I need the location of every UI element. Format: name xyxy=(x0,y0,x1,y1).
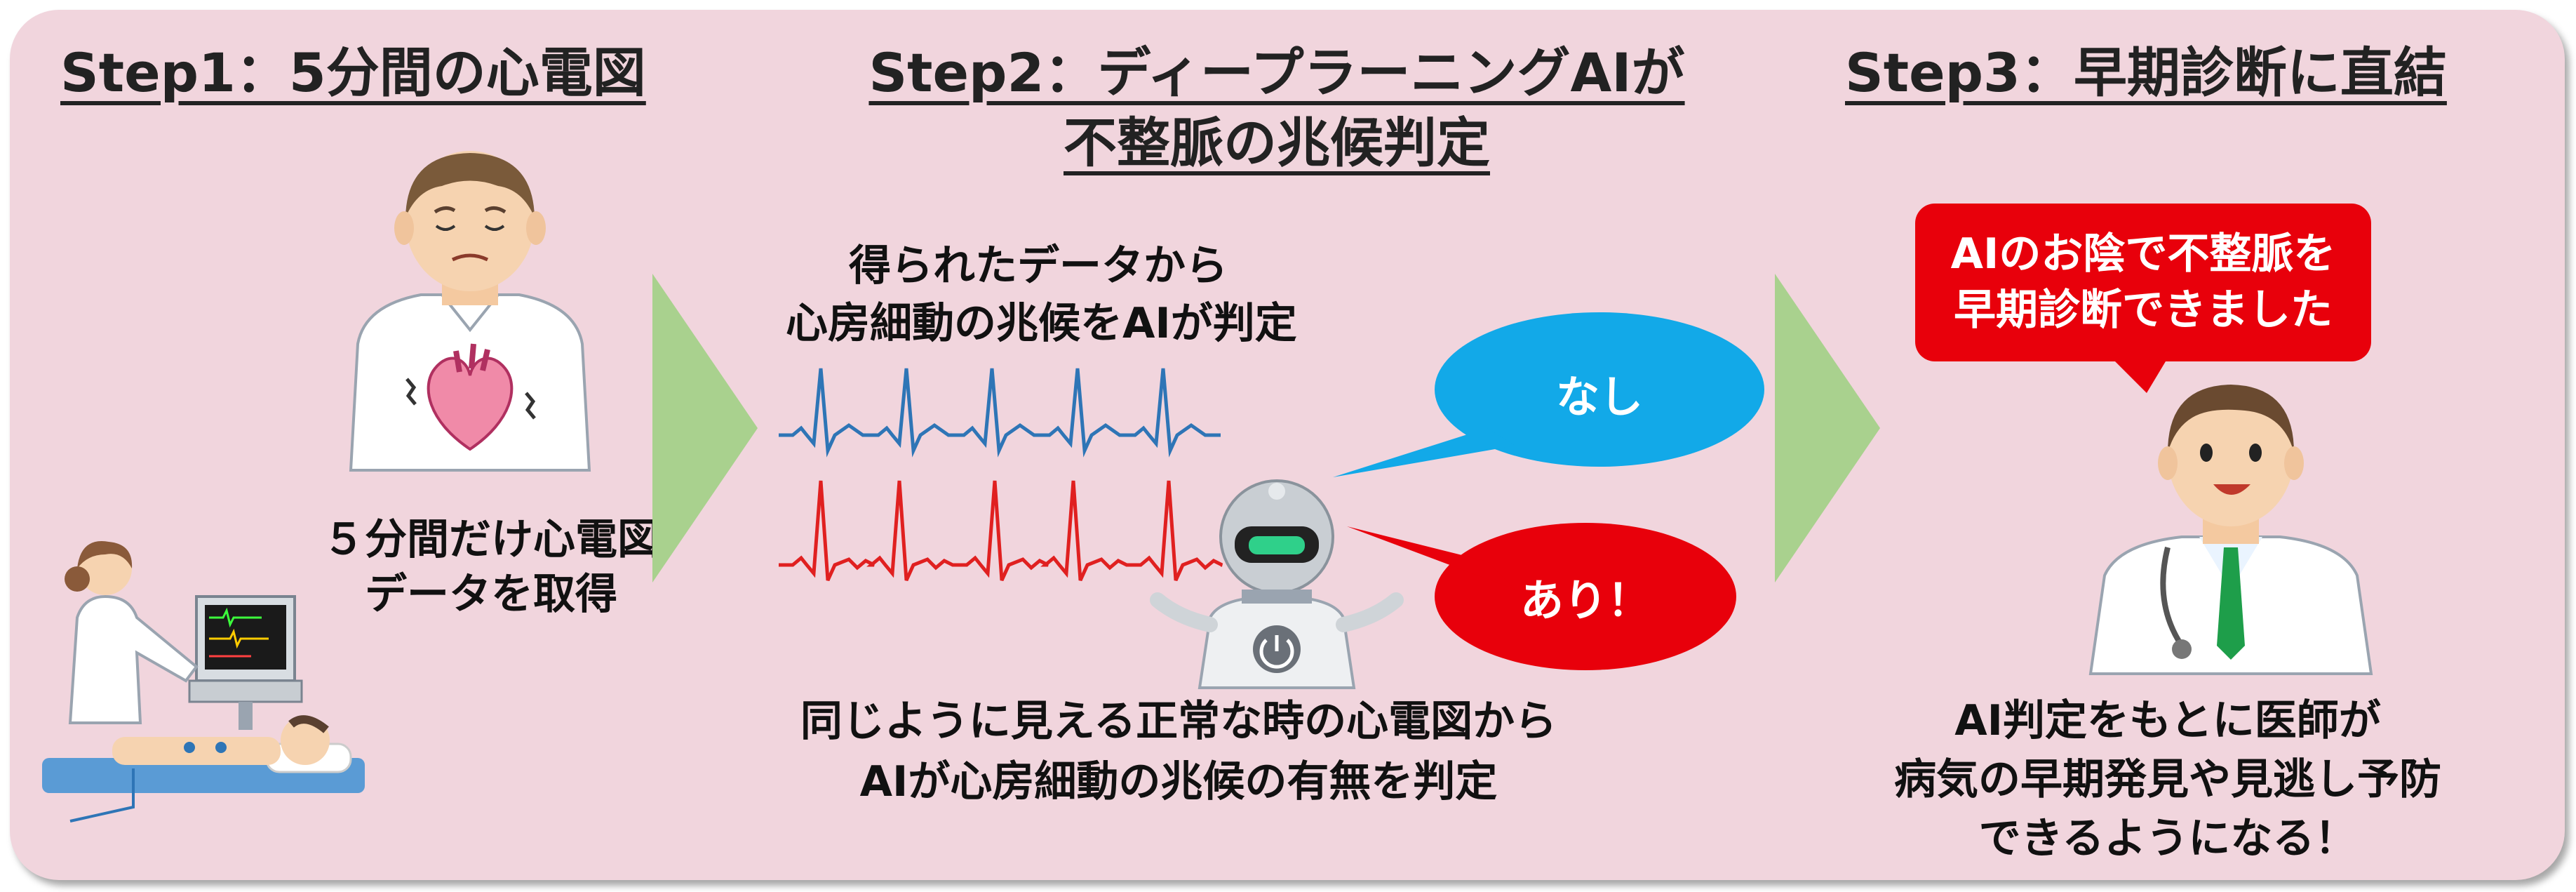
ai-robot-icon xyxy=(1150,479,1404,689)
bubble-present-label: あり！ xyxy=(1520,575,1651,626)
doctor-icon xyxy=(2088,385,2373,675)
arrow-step2-to-step3-icon xyxy=(1775,274,1880,583)
step2-top-caption: 得られたデータから 心房細動の兆候をAIが判定 xyxy=(786,241,1297,348)
step3-caption: AI判定をもとに医師が 病気の早期発見や見逃し予防 できるようになる！ xyxy=(1894,696,2441,863)
doctor-callout-text: AIのお陰で不整脈を 早期診断できました xyxy=(1950,229,2336,335)
nurse-ecg-exam-icon xyxy=(42,541,365,823)
step2-bottom-caption: 同じように見える正常な時の心電図から AIが心房細動の兆候の有無を判定 xyxy=(800,697,1557,806)
arrow-step1-to-step2-icon xyxy=(652,274,758,583)
bubble-none-shape xyxy=(1333,312,1764,477)
ecg-normal-trace xyxy=(779,368,1221,458)
ecg-abnormal-trace xyxy=(779,480,1223,582)
step1-title: Step1：5分間の心電図 xyxy=(60,41,646,104)
step1-caption: ５分間だけ心電図 データを取得 xyxy=(323,515,659,619)
step3-title: Step3：早期診断に直結 xyxy=(1845,41,2447,104)
heart-icon xyxy=(405,343,536,451)
bubble-none-label: なし xyxy=(1555,371,1643,422)
step2-title: Step2：ディープラーニングAIが 不整脈の兆候判定 xyxy=(868,41,1685,174)
doctor-callout-shape xyxy=(1915,204,2371,393)
bubble-present-shape xyxy=(1347,523,1736,670)
